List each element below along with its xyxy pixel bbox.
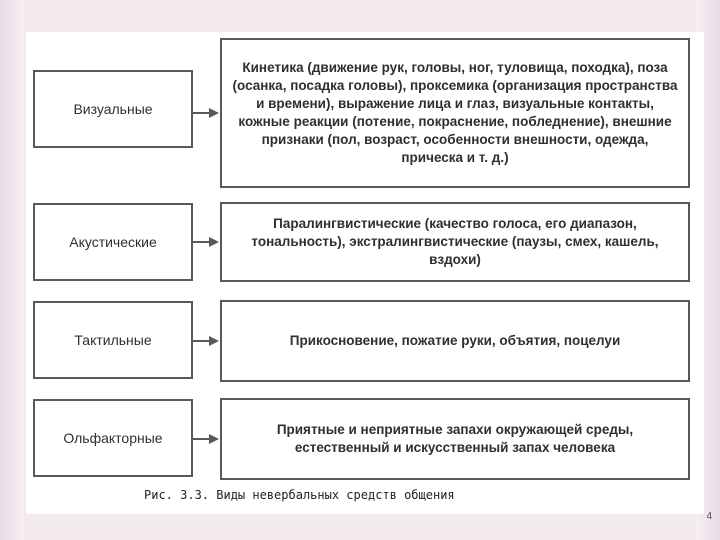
right-arrow-icon: [193, 108, 219, 118]
diagram-row-acoustic: Акустические Паралингвистические (качест…: [26, 202, 704, 282]
right-arrow-icon: [193, 434, 219, 444]
diagram-row-tactile: Тактильные Прикосновение, пожатие руки, …: [26, 300, 704, 382]
description-box-visual: Кинетика (движение рук, головы, ног, тул…: [220, 38, 690, 188]
category-box-acoustic: Акустические: [33, 203, 193, 281]
right-arrow-icon: [193, 237, 219, 247]
left-background-strip: [0, 0, 24, 540]
description-box-olfactory: Приятные и неприятные запахи окружающей …: [220, 398, 690, 480]
right-arrow-icon: [193, 336, 219, 346]
category-box-olfactory: Ольфакторные: [33, 399, 193, 477]
diagram-row-visual: Визуальные Кинетика (движение рук, голов…: [26, 38, 704, 188]
page-number: 4: [706, 511, 712, 522]
diagram-row-olfactory: Ольфакторные Приятные и неприятные запах…: [26, 398, 704, 480]
figure-caption: Рис. 3.3. Виды невербальных средств обще…: [144, 488, 455, 502]
category-box-tactile: Тактильные: [33, 301, 193, 379]
description-box-tactile: Прикосновение, пожатие руки, объятия, по…: [220, 300, 690, 382]
description-box-acoustic: Паралингвистические (качество голоса, ег…: [220, 202, 690, 282]
slide-canvas: Визуальные Кинетика (движение рук, голов…: [26, 32, 704, 514]
category-box-visual: Визуальные: [33, 70, 193, 148]
